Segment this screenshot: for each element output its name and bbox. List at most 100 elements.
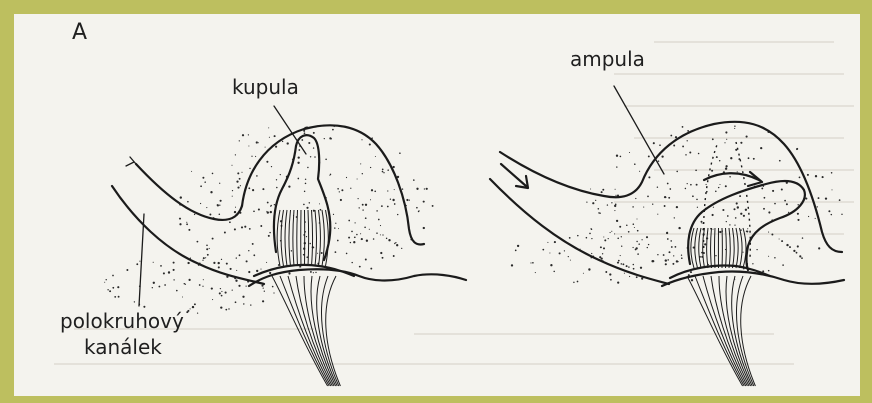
stipple-dot bbox=[369, 229, 370, 230]
stipple-dot bbox=[725, 165, 727, 167]
stipple-dot bbox=[176, 290, 178, 292]
stipple-dot bbox=[671, 246, 673, 248]
stipple-dot bbox=[658, 160, 660, 162]
stipple-dot bbox=[304, 132, 306, 134]
stipple-dot bbox=[346, 177, 347, 178]
stipple-dot bbox=[269, 272, 271, 274]
stipple-dot bbox=[669, 251, 671, 253]
stipple-dot bbox=[219, 292, 221, 294]
stipple-dot bbox=[234, 211, 236, 213]
stipple-dot bbox=[618, 260, 620, 262]
stipple-dot bbox=[274, 135, 276, 137]
stipple-dot bbox=[244, 226, 246, 228]
nerve-right bbox=[687, 276, 755, 386]
stipple-dot bbox=[825, 197, 827, 199]
stipple-dot bbox=[243, 303, 244, 304]
stipple-dot bbox=[424, 188, 425, 189]
stipple-dot bbox=[355, 222, 356, 223]
stipple-dot bbox=[332, 129, 334, 131]
stipple-dot bbox=[614, 233, 615, 234]
stipple-dot bbox=[220, 306, 222, 308]
stipple-dot bbox=[387, 190, 388, 191]
stipple-dot bbox=[726, 139, 727, 140]
stipple-dot bbox=[768, 256, 769, 257]
stipple-dot bbox=[772, 190, 774, 192]
stipple-dot bbox=[698, 153, 700, 155]
stipple-dot bbox=[187, 262, 189, 264]
stipple-dot bbox=[273, 292, 274, 293]
stipple-dot bbox=[382, 169, 384, 171]
nerve-left bbox=[272, 276, 340, 386]
stipple-dot bbox=[602, 253, 603, 254]
diagram-paper: A kupula ampula polokruhový kanálek bbox=[14, 14, 860, 396]
stipple-dot bbox=[179, 223, 181, 225]
stipple-dot bbox=[768, 211, 770, 213]
stipple-dot bbox=[727, 215, 729, 217]
stipple-dot bbox=[236, 257, 237, 258]
stipple-dot bbox=[200, 185, 202, 187]
canal-label-line1: polokruhový bbox=[60, 310, 184, 332]
stipple-dot bbox=[696, 199, 698, 201]
stipple-dot bbox=[736, 202, 738, 204]
stipple-dot bbox=[221, 295, 223, 297]
stipple-dot bbox=[258, 208, 260, 210]
stipple-dot bbox=[549, 252, 550, 253]
stipple-dot bbox=[365, 204, 367, 206]
stipple-dot bbox=[383, 172, 384, 173]
stipple-dot bbox=[797, 219, 799, 221]
stipple-dot bbox=[591, 253, 592, 254]
stipple-dot bbox=[622, 263, 624, 265]
stipple-dot bbox=[786, 244, 788, 246]
stipple-dot bbox=[517, 245, 519, 247]
stipple-dot bbox=[348, 220, 350, 222]
stipple-dot bbox=[179, 218, 181, 220]
stipple-dot bbox=[734, 224, 735, 225]
stipple-dot bbox=[382, 171, 384, 173]
stipple-dot bbox=[329, 137, 331, 139]
cupula-label: kupula bbox=[232, 76, 299, 98]
stipple-dot bbox=[799, 177, 801, 179]
stipple-dot bbox=[718, 187, 719, 188]
stipple-dot bbox=[624, 273, 625, 274]
stipple-dot bbox=[163, 272, 165, 274]
stipple-dot bbox=[682, 126, 684, 128]
stipple-dot bbox=[657, 186, 658, 187]
stipple-dot bbox=[737, 206, 739, 208]
stipple-dot bbox=[324, 138, 325, 139]
stipple-dot bbox=[617, 262, 619, 264]
stipple-dot bbox=[203, 279, 204, 280]
stipple-dot bbox=[209, 214, 211, 216]
stipple-dot bbox=[815, 175, 817, 177]
stipple-dot bbox=[701, 221, 703, 223]
stipple-dot bbox=[570, 260, 571, 261]
stipple-dot bbox=[635, 198, 636, 199]
stipple-dot bbox=[288, 272, 290, 274]
stipple-dot bbox=[668, 197, 670, 199]
stipple-dot bbox=[134, 301, 135, 302]
stipple-dot bbox=[779, 160, 781, 162]
stipple-dot bbox=[659, 144, 661, 146]
stipple-dot bbox=[386, 238, 387, 239]
stipple-dot bbox=[712, 229, 713, 230]
stipple-dot bbox=[647, 196, 649, 198]
stipple-dot bbox=[664, 205, 666, 207]
stipple-dot bbox=[306, 236, 307, 237]
stipple-dot bbox=[348, 237, 350, 239]
stipple-dot bbox=[267, 202, 269, 204]
stipple-dot bbox=[690, 271, 692, 273]
stipple-dot bbox=[380, 225, 381, 226]
stipple-dot bbox=[712, 138, 714, 140]
stipple-dot bbox=[670, 135, 672, 137]
stipple-dot bbox=[232, 190, 233, 191]
stipple-dot bbox=[704, 243, 706, 245]
stipple-dot bbox=[394, 243, 395, 244]
stipple-dot bbox=[739, 195, 741, 197]
stipple-dot bbox=[310, 156, 311, 157]
stipple-dot bbox=[573, 282, 574, 283]
stipple-dot bbox=[351, 231, 353, 233]
stipple-dot bbox=[726, 221, 727, 222]
stipple-dot bbox=[638, 243, 640, 245]
stipple-dot bbox=[361, 139, 362, 140]
stipple-dot bbox=[188, 229, 190, 231]
stipple-dot bbox=[370, 167, 371, 168]
